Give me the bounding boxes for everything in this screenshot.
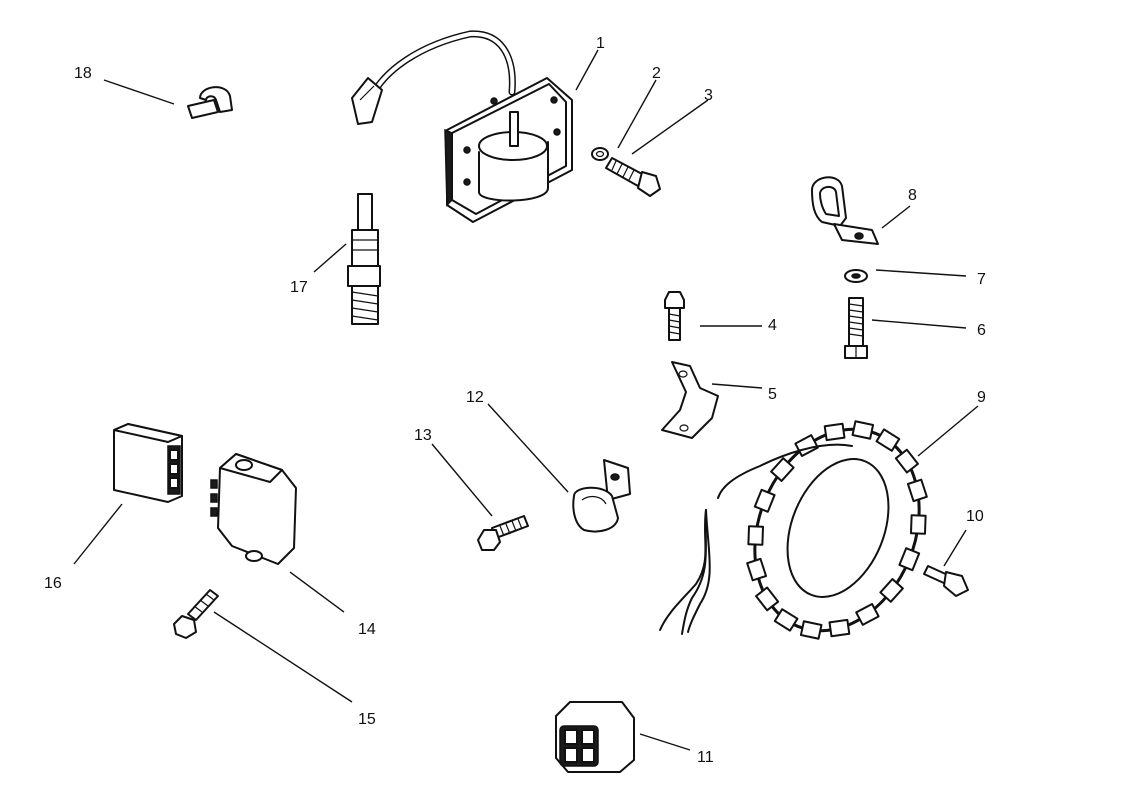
callout-4: 4 [768,317,777,334]
callout-10: 10 [966,508,984,525]
leader-lines [73,49,979,751]
bracket-5 [661,361,719,439]
stator-tooth [753,488,776,513]
stator-tooth [906,478,928,503]
washer-2 [591,147,609,161]
screw-4 [664,291,685,341]
callout-7: 7 [977,271,986,288]
callout-8: 8 [908,187,917,204]
callout-labels: 1 2 3 4 5 6 7 8 9 10 11 12 13 14 15 16 1… [44,35,986,766]
clip-18 [187,86,233,119]
connector-16 [113,423,183,503]
callout-11: 11 [697,749,714,766]
stator-tooth [898,547,921,572]
bolt-6 [844,297,868,359]
stator-tooth [747,525,765,546]
stator-9 [659,420,928,640]
clamp-12 [572,459,631,533]
stator-tooth [823,422,846,442]
stator-tooth [828,618,851,638]
stator-tooth [855,602,880,626]
stator-tooth [851,420,875,440]
connector-11 [555,701,635,773]
callout-5: 5 [768,386,777,403]
callout-1: 1 [596,35,605,52]
screw-10 [923,565,969,597]
stator-tooth [894,448,919,474]
callout-3: 3 [704,87,713,104]
stator-tooth [770,457,795,482]
callout-18: 18 [74,65,92,82]
stator-tooth [773,608,799,632]
stator-tooth [879,578,904,603]
callout-14: 14 [358,621,376,638]
screw-13 [477,515,529,551]
callout-13: 13 [414,427,432,444]
stator-tooth [909,514,927,535]
screw-15 [173,589,219,639]
screw-3 [605,157,661,197]
spark-plug-17 [347,193,381,325]
rectifier-14 [210,453,297,565]
clamp-8 [811,176,879,245]
callout-17: 17 [290,279,308,296]
callout-12: 12 [466,389,484,406]
stator-tooth [799,620,823,640]
callout-15: 15 [358,711,376,728]
stator-tooth [875,428,901,452]
callout-9: 9 [977,389,986,406]
callout-2: 2 [652,65,661,82]
callout-16: 16 [44,575,62,592]
stator-tooth [755,586,780,612]
ignition-coil [351,30,573,223]
washer-7 [844,269,868,283]
callout-6: 6 [977,322,986,339]
stator-tooth [746,557,768,582]
